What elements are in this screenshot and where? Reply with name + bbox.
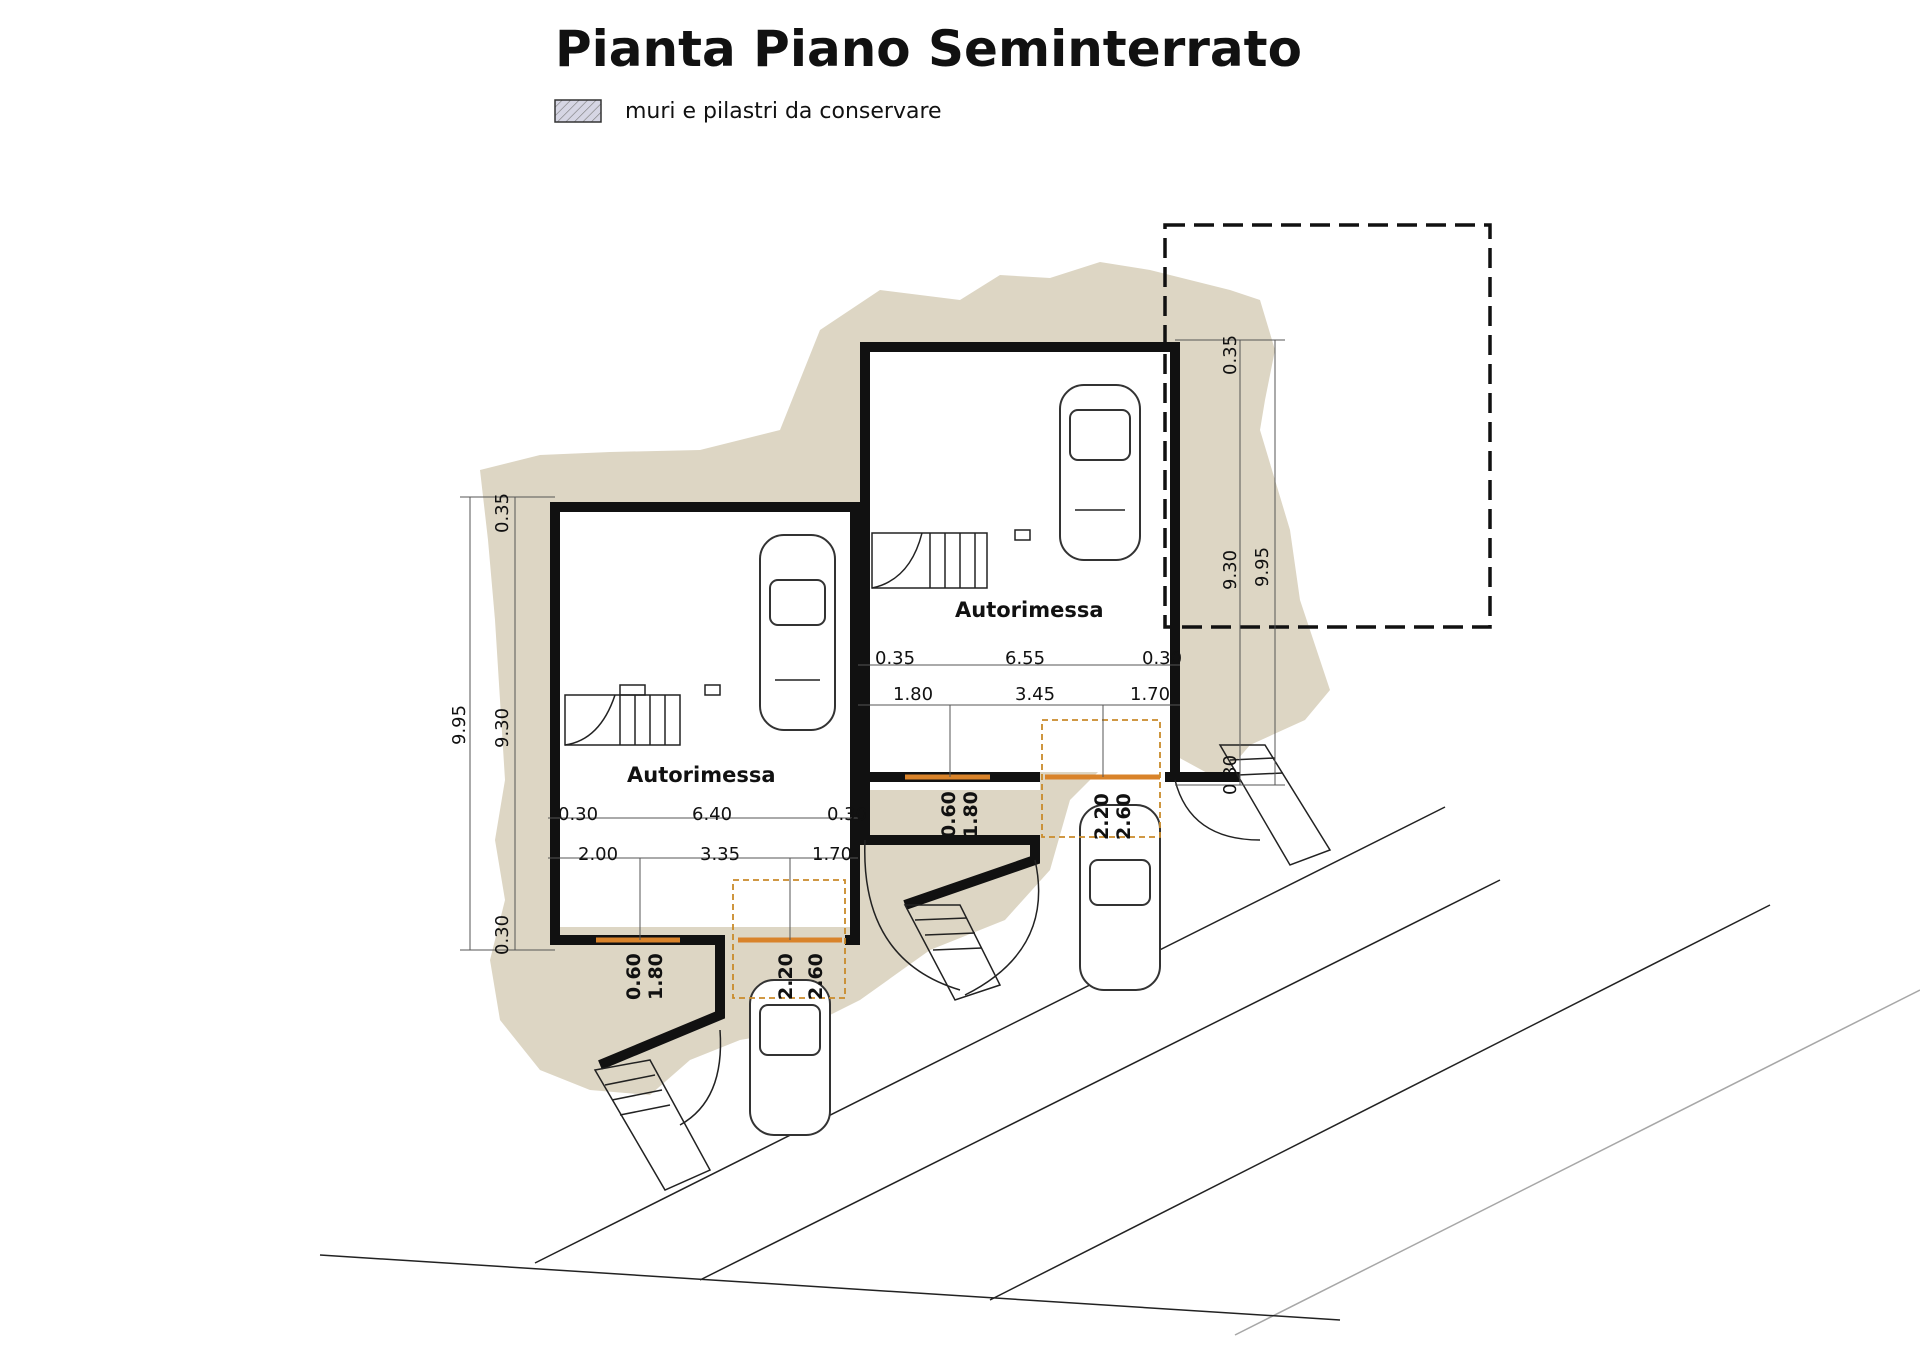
dim-label: 9.30 (1220, 550, 1241, 590)
door-dim: 2.20 (1091, 793, 1113, 840)
entry-stairs-right (1174, 744, 1332, 866)
road-lines (319, 806, 1920, 1336)
door-dim: 2.60 (805, 953, 827, 1000)
pillar-mark (704, 684, 721, 696)
dim-label: 1.70 (1130, 684, 1170, 705)
pillar-mark (1014, 529, 1031, 541)
entry-stairs-mid (864, 839, 1040, 1001)
window-dim: 0.60 (938, 791, 960, 838)
dim-label: 1.80 (893, 684, 933, 705)
entry-stairs-left (593, 1029, 722, 1191)
dim-label: 6.40 (692, 804, 732, 825)
dim-label: 0.35 (875, 648, 915, 669)
interior-stair-right (871, 532, 988, 589)
adjacent-building-outline (1163, 223, 1492, 629)
dim-label: 0.30 (1220, 755, 1241, 795)
room-label: Autorimessa (627, 763, 776, 787)
legend-swatch (554, 99, 602, 123)
dim-label: 0.35 (1220, 335, 1241, 375)
legend-label: muri e pilastri da conservare (625, 99, 942, 124)
dim-label: 1.70 (812, 844, 852, 865)
interior-stair-left (564, 684, 681, 746)
room-label: Autorimessa (955, 598, 1104, 622)
dim-label: 2.00 (578, 844, 618, 865)
door-swing-zone (732, 879, 846, 999)
dim-label: 0.30 (1142, 648, 1182, 669)
dim-label: 0.30 (827, 804, 867, 825)
dim-label: 0.30 (558, 804, 598, 825)
window-dim: 0.60 (623, 953, 645, 1000)
dim-label: 3.35 (700, 844, 740, 865)
car-icon (1059, 384, 1141, 561)
window-dim: 1.80 (645, 953, 667, 1000)
dim-label: 3.45 (1015, 684, 1055, 705)
car-icon (759, 534, 836, 731)
plan-title: Pianta Piano Seminterrato (555, 20, 1302, 78)
car-icon (1079, 804, 1161, 991)
door-dim: 2.60 (1113, 793, 1135, 840)
door-swing-zone (1041, 719, 1161, 838)
dim-label: 0.35 (492, 493, 513, 533)
dim-label: 6.55 (1005, 648, 1045, 669)
dim-label: 9.95 (449, 705, 470, 745)
window-dim: 1.80 (960, 791, 982, 838)
garage-right-walls (860, 342, 1180, 782)
car-icon (749, 979, 831, 1136)
dim-label: 9.30 (492, 708, 513, 748)
dim-label: 9.95 (1252, 547, 1273, 587)
door-dim: 2.20 (775, 953, 797, 1000)
dim-label: 0.30 (492, 915, 513, 955)
dimension-lines (460, 339, 1285, 951)
